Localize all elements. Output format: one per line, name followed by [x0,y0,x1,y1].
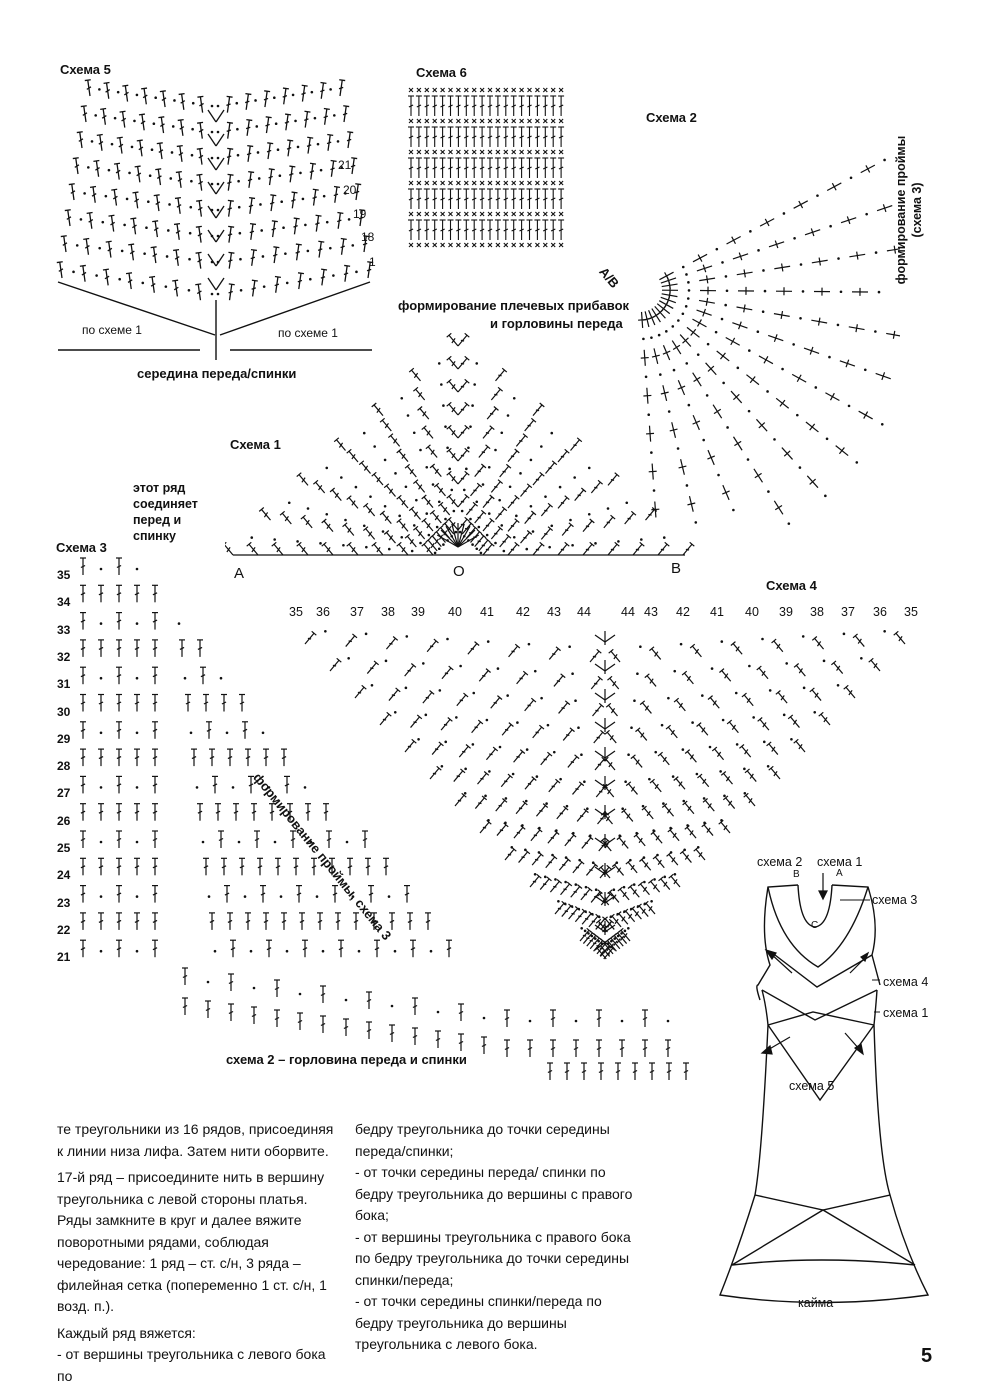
scheme1-point-a: A [234,565,245,582]
dress-label-scheme3: схема 3 [872,893,918,907]
scheme3-row-number: 26 [57,813,71,828]
text-left-1: те треугольники из 16 рядов, присоединяя… [57,1121,334,1159]
scheme3-row-number: 23 [57,895,71,910]
text-right-4: - от точки середины спинки/переда по бед… [355,1293,602,1352]
scheme4-column-number: 43 [644,605,658,619]
scheme4-title: Схема 4 [766,578,817,593]
scheme4-column-number: 43 [547,605,561,619]
text-right-2: - от точки середины переда/ спинки по бе… [355,1164,633,1223]
scheme2-title: Схема 2 [646,110,697,125]
dress-label-scheme4: схема 4 [883,975,929,989]
dress-label-scheme1-lower: схема 1 [883,1006,929,1020]
scheme4-column-number: 35 [904,605,918,619]
scheme5-row-21: 21 [338,158,352,172]
scheme4-column-number: 42 [516,605,530,619]
dress-point-a: A [836,868,843,879]
text-left-4: - от вершины треугольника с левого бока … [57,1346,326,1384]
scheme5-right-note: по схеме 1 [278,326,338,340]
scheme5-diagram [56,79,374,360]
scheme4-column-number: 40 [745,605,759,619]
text-left-2: 17-й ряд – присоедините нить в вершину т… [57,1169,327,1314]
text-right-3: - от вершины треугольника с правого бока… [355,1228,631,1288]
scheme6-diagram [408,87,565,248]
scheme4-column-number: 35 [289,605,303,619]
scheme2-armhole-text: формирование проймы [894,135,908,285]
scheme3-row-number: 21 [57,950,71,965]
scheme4-column-number: 39 [411,605,425,619]
dress-point-b: B [793,869,800,880]
scheme2-note-line1: формирование плечевых прибавок [398,298,630,313]
scheme4-column-number: 38 [381,605,395,619]
scheme6-title: Схема 6 [416,65,467,80]
scheme4-column-number: 37 [841,605,855,619]
scheme3-diagram [80,557,689,1080]
scheme3-row-number: 32 [57,649,71,664]
scheme3-row-number: 33 [57,622,71,637]
scheme4-column-number: 42 [676,605,690,619]
scheme3-note-1: этот ряд [133,481,186,495]
text-left-3: Каждый ряд вяжется: [57,1324,196,1341]
scheme3-row-number: 31 [57,677,71,692]
dress-point-c: C [811,920,819,931]
scheme5-row-1: 1 [369,255,376,269]
text-column-left: те треугольники из 16 рядов, присоединяя… [57,1119,342,1392]
scheme4-column-number: 36 [316,605,330,619]
scheme3-bottom-label: схема 2 – горловина переда и спинки [226,1052,467,1067]
scheme3-row-number: 24 [57,868,71,883]
dress-schematic [719,873,930,1304]
scheme3-note-3: перед и [133,513,182,527]
scheme5-row-18: 18 [361,230,375,244]
scheme5-center-label: середина переда/спинки [137,366,297,381]
scheme3-row-number: 22 [57,922,71,937]
scheme4-column-number: 41 [710,605,724,619]
scheme3-title: Схема 3 [56,540,107,555]
scheme4-column-number: 44 [621,605,635,619]
scheme4-diagram [304,629,906,960]
dress-label-scheme1: схема 1 [817,855,863,869]
scheme1-title: Схема 1 [230,437,281,452]
scheme4-column-number: 36 [873,605,887,619]
scheme2-diagram [638,158,900,525]
scheme4-column-number: 41 [480,605,494,619]
scheme3-row-number: 27 [57,786,71,801]
dress-label-scheme2: схема 2 [757,855,803,869]
scheme5-row-20: 20 [343,183,357,197]
page-number: 5 [921,1345,933,1367]
scheme3-note: этот ряд соединяет перед и спинку [133,480,198,544]
scheme5-title: Схема 5 [60,62,111,77]
scheme2-armhole-label: формирование проймы (схема 3) [893,135,925,285]
scheme3-row-number: 35 [57,568,71,582]
scheme3-note-2: соединяет [133,497,198,511]
scheme4-column-number: 37 [350,605,364,619]
scheme2-note-line2: и горловины переда [490,316,623,331]
scheme1-point-b: B [671,560,682,577]
scheme4-column-number: 39 [779,605,793,619]
scheme1-diagram [225,332,695,556]
scheme3-row-number: 25 [57,841,71,855]
scheme3-row-number: 29 [57,731,71,746]
text-right-1: бедру треугольника до точки середины пер… [355,1121,610,1159]
scheme2-armhole-ref: (схема 3) [910,182,924,238]
scheme4-column-number: 38 [810,605,824,619]
scheme3-row-number: 28 [57,759,71,774]
scheme5-row-19: 19 [353,207,367,221]
scheme3-row-number: 34 [57,595,71,610]
dress-label-scheme5: схема 5 [789,1079,835,1093]
scheme1-point-o: O [453,563,465,580]
scheme4-column-number: 40 [448,605,462,619]
scheme5-left-note: по схеме 1 [82,323,142,337]
scheme4-column-number: 44 [577,605,591,619]
scheme3-row-number: 30 [57,704,71,719]
text-column-right: бедру треугольника до точки середины пер… [355,1119,640,1356]
dress-label-trim: кайма [798,1296,834,1310]
scheme3-note-4: спинку [133,529,176,543]
